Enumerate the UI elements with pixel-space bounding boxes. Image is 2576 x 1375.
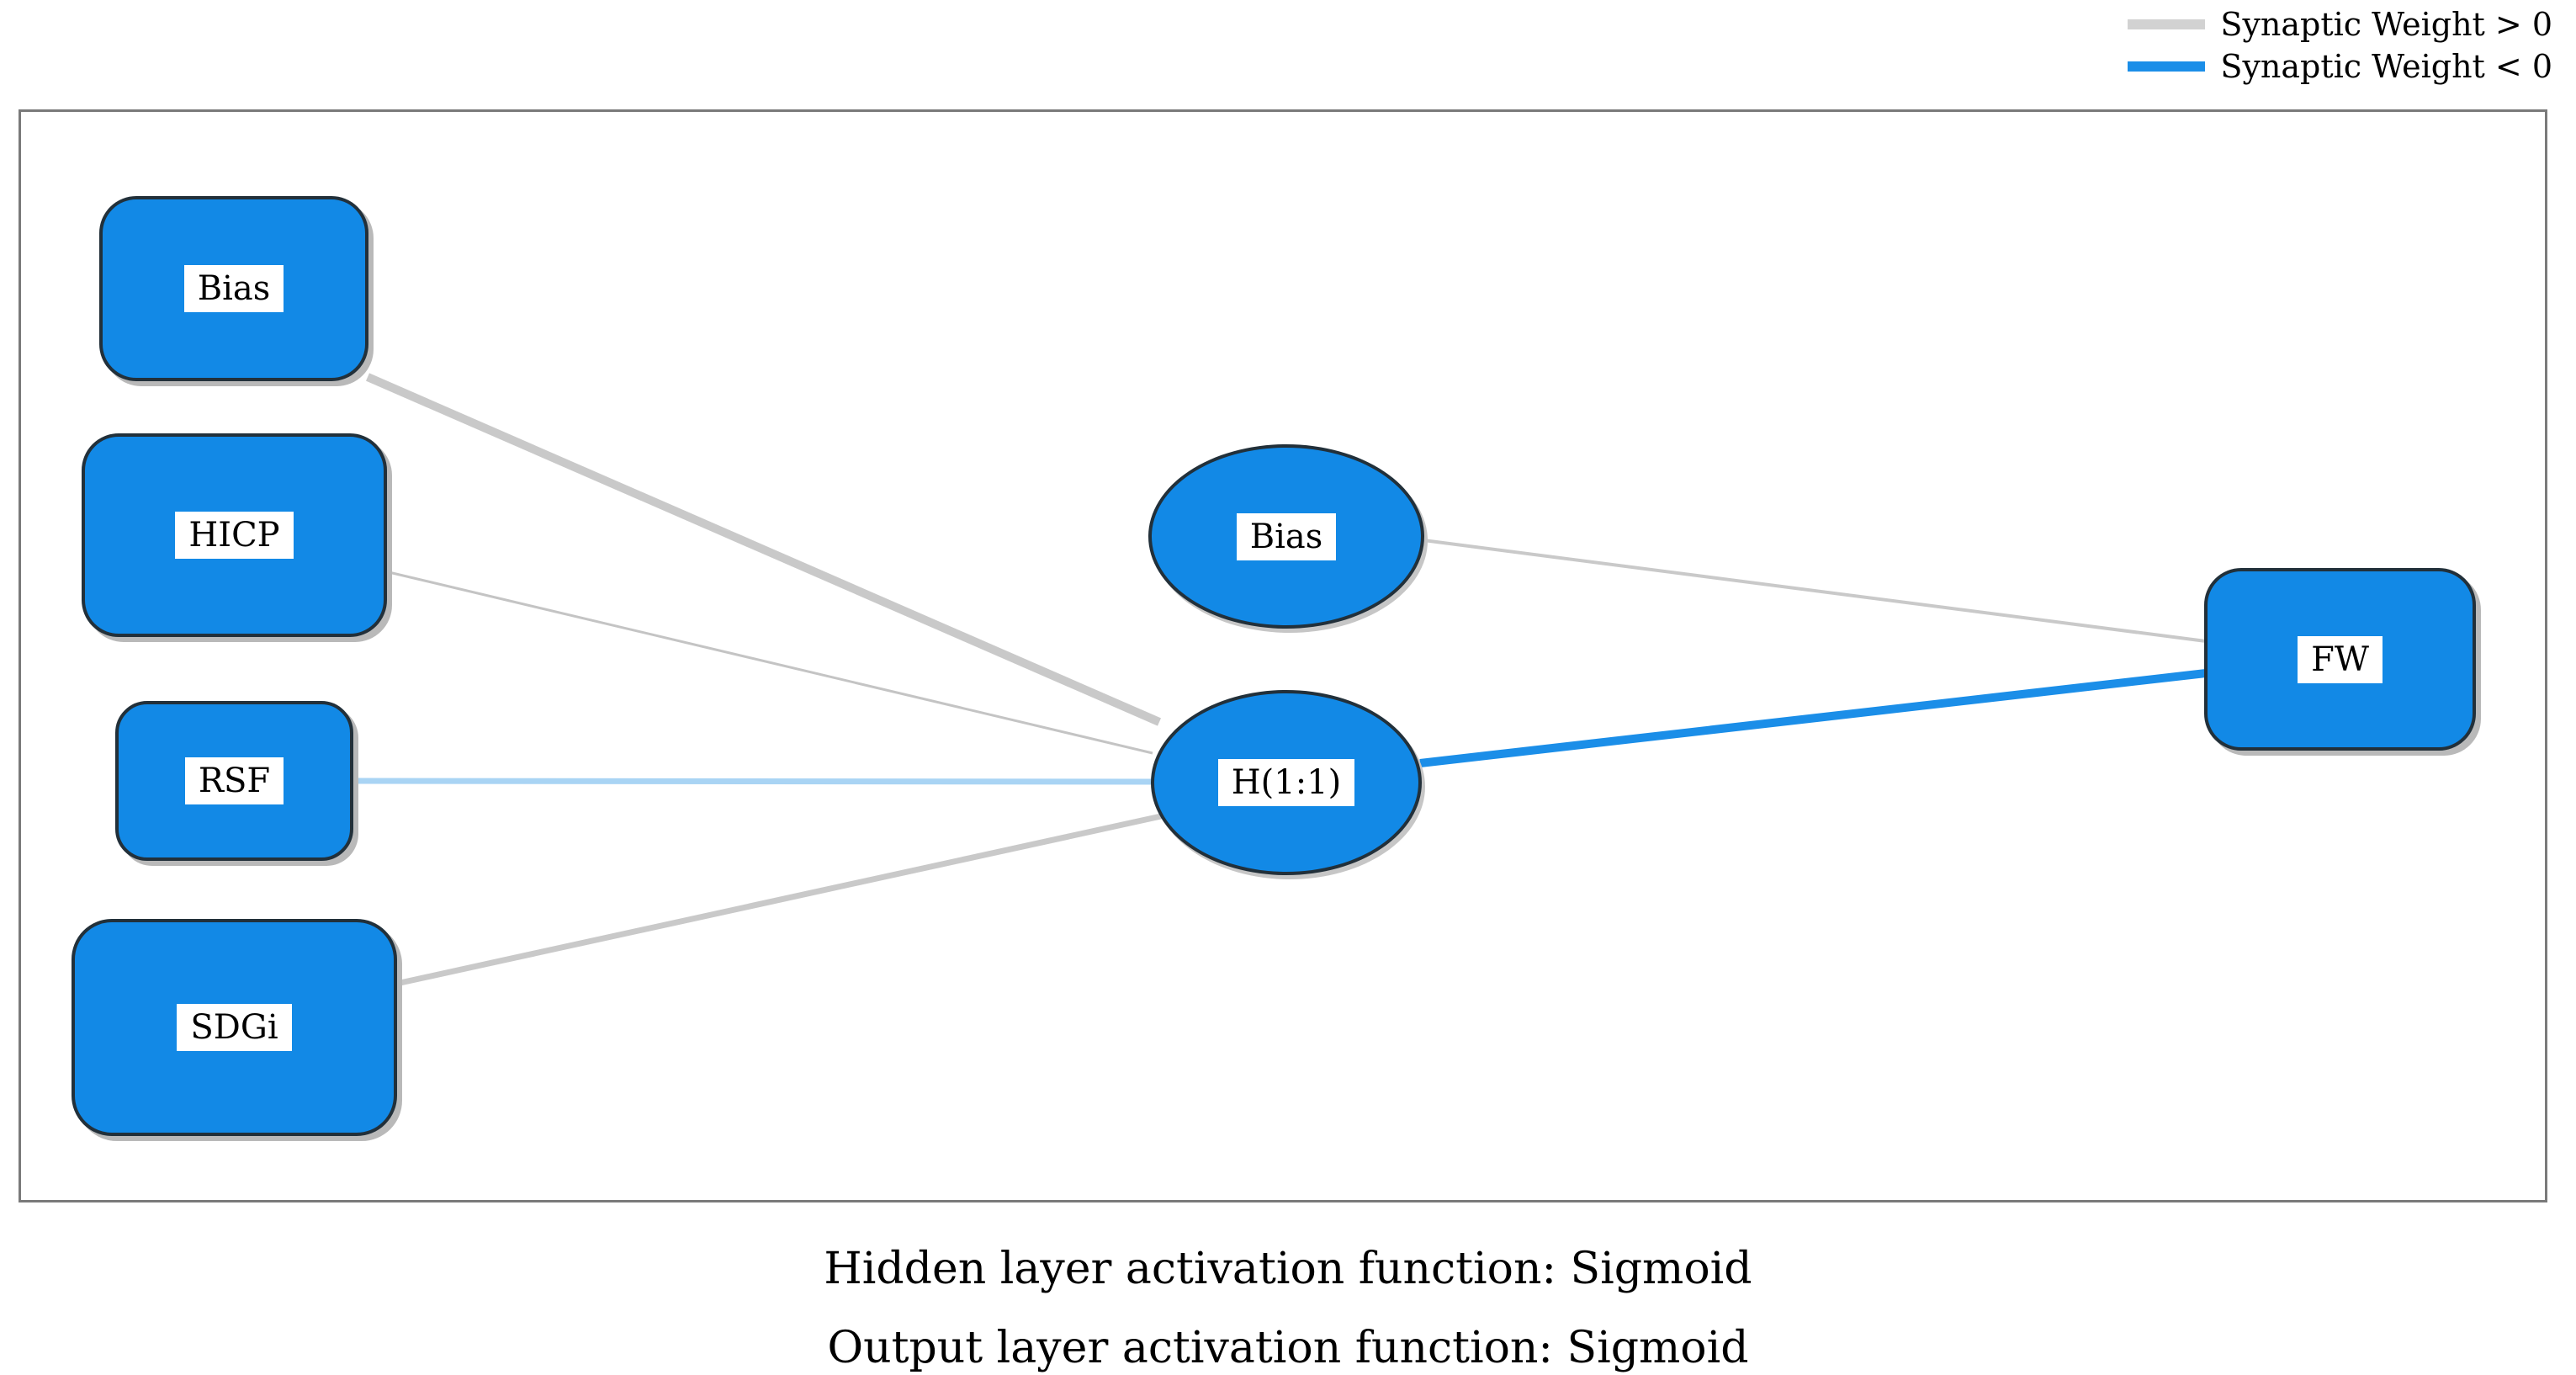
node-hidden-h11: H(1:1) <box>1151 690 1422 875</box>
node-input-hicp: HICP <box>82 433 387 637</box>
edge-input-sdgi-to-h11 <box>395 813 1162 987</box>
legend-label-negative: Synaptic Weight < 0 <box>2220 48 2552 85</box>
node-hidden-bias-label: Bias <box>1236 512 1337 560</box>
edge-h11-to-fw <box>1419 669 2207 767</box>
edge-hidden-bias-to-fw <box>1423 539 2207 643</box>
legend-item-negative-weight: Synaptic Weight < 0 <box>2126 47 2552 86</box>
legend: Synaptic Weight > 0 Synaptic Weight < 0 <box>2126 5 2552 86</box>
legend-item-positive-weight: Synaptic Weight > 0 <box>2126 5 2552 44</box>
node-input-rsf-label: RSF <box>184 757 284 804</box>
output-activation-caption: Output layer activation function: Sigmoi… <box>827 1323 1749 1373</box>
node-input-rsf: RSF <box>115 701 353 861</box>
node-input-sdgi-label: SDGi <box>177 1004 292 1051</box>
node-output-fw: FW <box>2204 568 2476 751</box>
diagram-frame <box>19 109 2547 1202</box>
node-output-fw-label: FW <box>2298 635 2383 683</box>
hidden-activation-caption: Hidden layer activation function: Sigmoi… <box>824 1244 1752 1294</box>
node-input-sdgi: SDGi <box>72 919 397 1136</box>
node-input-bias-label: Bias <box>183 265 284 312</box>
negative-weight-line-swatch <box>2128 61 2206 72</box>
edge-input-hicp-to-h11 <box>384 570 1153 755</box>
node-hidden-bias: Bias <box>1148 444 1424 629</box>
edge-input-rsf-to-h11 <box>351 778 1157 785</box>
positive-weight-line-swatch <box>2128 19 2206 29</box>
node-hidden-h11-label: H(1:1) <box>1217 759 1355 806</box>
edge-input-bias-to-h11 <box>366 373 1161 726</box>
legend-label-positive: Synaptic Weight > 0 <box>2220 6 2552 43</box>
node-input-bias: Bias <box>99 196 368 381</box>
node-input-hicp-label: HICP <box>175 512 294 559</box>
